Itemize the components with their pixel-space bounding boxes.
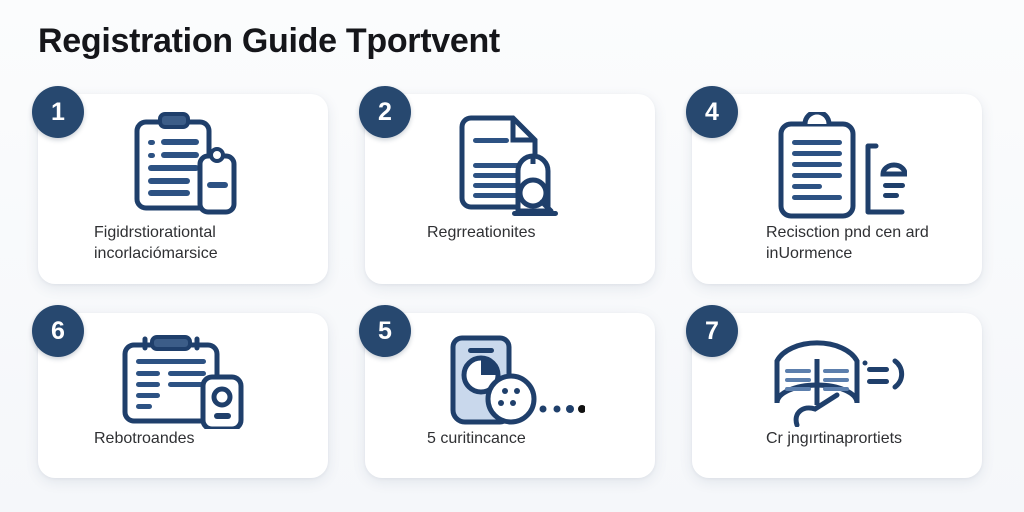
step-number-badge: 4 xyxy=(686,86,738,138)
step-caption: Cr jngırtinaprortiets xyxy=(766,430,903,447)
step-card-1[interactable]: 1 Figidrstiorationtal incorlac xyxy=(32,86,328,284)
step-number-badge: 1 xyxy=(32,86,84,138)
step-card-6[interactable]: 7 Cr jngırtinaprortiets xyxy=(686,305,982,478)
step-card-5[interactable]: 5 5 curitincance xyxy=(359,305,655,478)
page-title: Registration Guide Tportvent xyxy=(38,22,500,60)
step-caption: Regrreationites xyxy=(427,224,536,241)
step-card-3[interactable]: 4 Recisction pnd cen ard inUor xyxy=(686,86,982,284)
steps-grid: 1 Figidrstiorationtal incorlac xyxy=(32,86,986,478)
step-number-badge: 7 xyxy=(686,305,738,357)
open-book-pen-icon xyxy=(767,333,907,429)
clipboard-wide-phone-icon xyxy=(115,333,251,429)
clipboard-list-tag-icon xyxy=(119,112,247,222)
step-card-2[interactable]: 2 Regrreationites xyxy=(359,86,655,284)
step-caption: Recisction pnd cen ard inUormence xyxy=(766,224,929,263)
document-magnifier-icon xyxy=(446,112,574,222)
step-caption: Rebotroandes xyxy=(94,430,195,447)
step-caption: Figidrstiorationtal incorlaciómarsice xyxy=(94,224,218,263)
step-number-badge: 6 xyxy=(32,305,84,357)
step-number-badge: 2 xyxy=(359,86,411,138)
step-card-4[interactable]: 6 Rebotroandes xyxy=(32,305,328,478)
clipboard-lines-person-icon xyxy=(767,112,907,222)
phone-clock-dots-icon xyxy=(435,333,585,429)
step-number-badge: 5 xyxy=(359,305,411,357)
step-caption: 5 curitincance xyxy=(427,430,526,447)
